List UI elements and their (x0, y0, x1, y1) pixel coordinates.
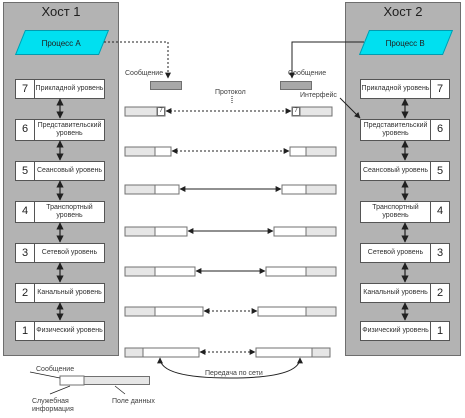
level-name: Сетевой уровень (367, 249, 424, 256)
level-name: Представительский уровень (363, 122, 428, 137)
message-box-left (150, 81, 182, 90)
message-label-right: Сообщение (288, 70, 327, 77)
level-name: Физический уровень (362, 327, 429, 334)
message-box-right (280, 81, 312, 90)
level-number: 7 (16, 80, 35, 98)
level-number: 4 (16, 202, 35, 222)
transfer-label: Передача по сети (205, 370, 263, 377)
message-label-left: Сообщение (125, 70, 164, 77)
level-number: 6 (430, 120, 449, 140)
level-name: Прикладной уровень (35, 85, 104, 92)
level-number: 2 (16, 284, 35, 302)
level-number: 1 (16, 322, 35, 340)
level-name: Канальный уровень (363, 289, 428, 296)
level-number: 1 (430, 322, 449, 340)
level-number: 7 (430, 80, 449, 98)
legend-field-label: Поле данных (112, 398, 155, 405)
level-name: Канальный уровень (37, 289, 102, 296)
interface-label: Интерфейс (300, 92, 337, 99)
level-name: Представительский уровень (37, 122, 102, 137)
level-number: 2 (430, 284, 449, 302)
level-number: 3 (430, 244, 449, 262)
level-number: 4 (430, 202, 449, 222)
protocol-label: Протокол (215, 89, 246, 96)
level-name: Сеансовый уровень (36, 167, 103, 174)
level-name: Транспортный уровень (46, 204, 93, 219)
legend-service-label: Служебная информация (32, 398, 74, 413)
level-name: Транспортный уровень (372, 204, 419, 219)
level-name: Физический уровень (36, 327, 103, 334)
level-number: 6 (16, 120, 35, 140)
legend-message-label: Сообщение (36, 366, 75, 373)
level-number: 5 (16, 162, 35, 180)
level-number: 5 (430, 162, 449, 180)
host-2-title: Хост 2 (383, 4, 423, 19)
header-7-right: 7 (292, 107, 300, 116)
host-1-title: Хост 1 (41, 4, 81, 19)
level-name: Сетевой уровень (41, 249, 98, 256)
header-7-left: 7 (157, 107, 165, 116)
level-name: Прикладной уровень (361, 85, 430, 92)
level-name: Сеансовый уровень (362, 167, 429, 174)
level-number: 3 (16, 244, 35, 262)
